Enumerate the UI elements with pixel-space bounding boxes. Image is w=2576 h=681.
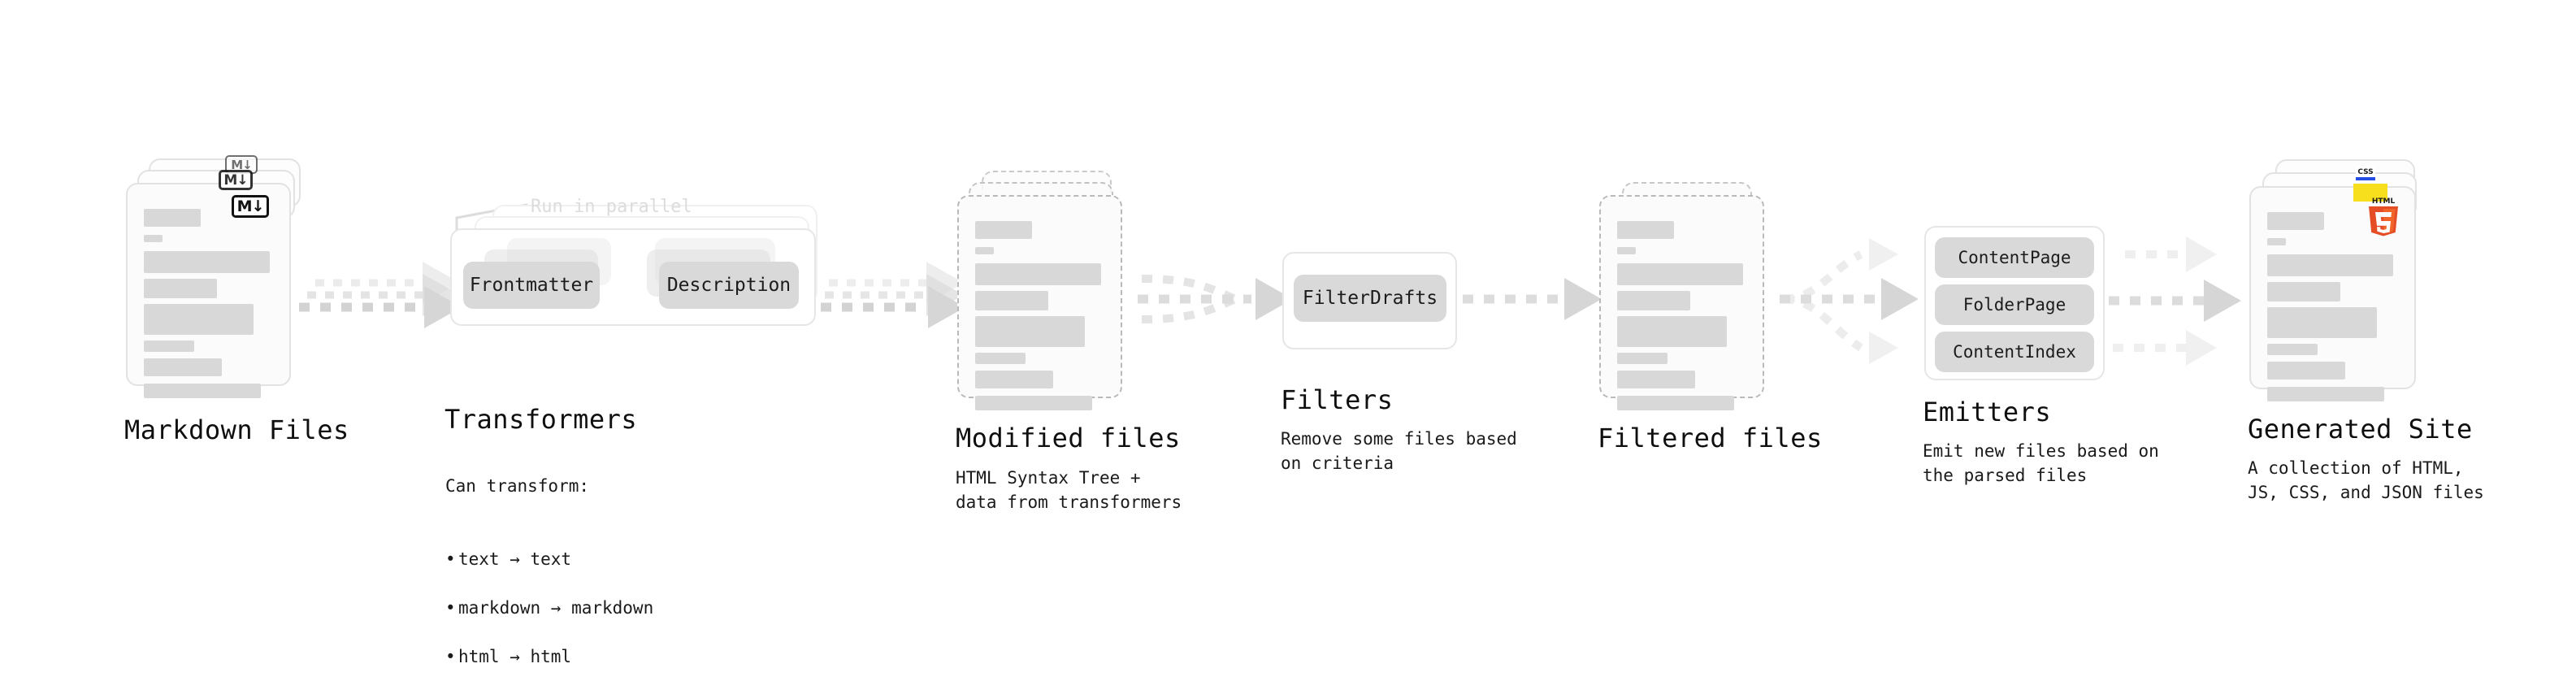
skeleton-bar	[144, 358, 222, 376]
skeleton-bar	[1617, 371, 1695, 388]
stage-markdown-files: M↓ M↓ M↓ Markdown Files	[124, 155, 349, 445]
skeleton-bar	[1617, 247, 1636, 254]
skeleton-bar	[144, 209, 201, 227]
arrow-markdown-to-transformers	[299, 262, 462, 328]
site-card-front	[2249, 186, 2416, 401]
stage-title-transformers: Transformers	[445, 404, 638, 435]
skeleton-bar	[2267, 282, 2340, 301]
transform-list-item: html → html	[445, 644, 713, 669]
svg-text:HTML: HTML	[2372, 197, 2396, 206]
markdown-icon: M↓	[219, 170, 253, 190]
transform-list-item: text → text	[445, 547, 713, 571]
transformer-pill-frontmatter[interactable]: Frontmatter	[463, 262, 600, 309]
js-icon	[2353, 184, 2387, 202]
skeleton-bar	[975, 247, 994, 254]
skeleton-bar	[975, 221, 1032, 239]
modified-card-front	[957, 195, 1122, 410]
skeleton-bar	[1617, 291, 1690, 310]
skeleton-bar	[1617, 353, 1667, 364]
stage-modified-files: Modified files HTML Syntax Tree + data f…	[956, 171, 1182, 512]
skeleton-bar	[144, 235, 163, 242]
skeleton-bar	[975, 291, 1048, 310]
stage-title-markdown-files: Markdown Files	[124, 414, 349, 445]
stage-title-filtered-files: Filtered files	[1598, 423, 1823, 453]
skeleton-bar	[144, 384, 261, 398]
skeleton-bar	[144, 340, 194, 352]
skeleton-bar	[144, 251, 270, 273]
stage-emitters: ContentPage FolderPage ContentIndex Emit…	[1923, 226, 2159, 485]
arrow-emitters-to-site	[2109, 236, 2241, 366]
stage-title-filters: Filters	[1281, 384, 1394, 415]
filtered-card-front	[1599, 195, 1764, 410]
stage-caption-filters: Remove some files based on criteria	[1281, 429, 1517, 473]
run-in-parallel-label: Run in parallel	[531, 197, 692, 217]
stage-title-generated-site: Generated Site	[2248, 414, 2473, 445]
emitter-pill-folderpage[interactable]: FolderPage	[1935, 284, 2094, 325]
stage-caption-transformers: Can transform: text → text markdown → ma…	[445, 449, 713, 681]
skeleton-bar	[144, 304, 254, 335]
skeleton-bar	[975, 396, 1092, 410]
arrow-filtered-to-emitters	[1780, 238, 1919, 364]
stage-title-emitters: Emitters	[1923, 397, 2052, 427]
transform-list: text → text markdown → markdown html → h…	[445, 523, 713, 681]
skeleton-bar	[2267, 238, 2286, 245]
stage-filtered-files: Filtered files	[1598, 171, 1822, 453]
emitter-pill-contentpage[interactable]: ContentPage	[1935, 237, 2094, 278]
stage-caption-modified-files: HTML Syntax Tree + data from transformer…	[956, 468, 1182, 512]
filter-pill-filterdrafts[interactable]: FilterDrafts	[1294, 275, 1446, 322]
stage-transformers: Frontmatter Description Run in parallel …	[445, 191, 827, 669]
stage-caption-emitters: Emit new files based on the parsed files	[1923, 441, 2159, 485]
skeleton-bar	[144, 279, 217, 298]
transform-list-item: markdown → markdown	[445, 596, 713, 620]
svg-text:CSS: CSS	[2357, 168, 2373, 176]
skeleton-bar	[2267, 387, 2384, 401]
stage-filters: FilterDrafts Filters Remove some files b…	[1281, 252, 1517, 473]
markdown-icon: M↓	[232, 195, 269, 218]
skeleton-bar	[975, 371, 1053, 388]
arrow-modified-to-filters	[1138, 275, 1293, 323]
stage-caption-generated-site: A collection of HTML, JS, CSS, and JSON …	[2248, 458, 2484, 502]
arrow-filters-to-filtered	[1463, 278, 1602, 320]
skeleton-bar	[975, 353, 1026, 364]
skeleton-bar	[975, 316, 1085, 347]
caption-lead: Can transform:	[445, 476, 590, 496]
skeleton-bar	[1617, 316, 1727, 347]
emitter-pill-contentindex[interactable]: ContentIndex	[1935, 332, 2094, 372]
skeleton-bar	[2267, 212, 2324, 230]
skeleton-bar	[2267, 344, 2318, 355]
arrow-transformers-to-modified	[821, 262, 965, 328]
html5-icon: HTML	[2369, 197, 2398, 236]
skeleton-bar	[2267, 254, 2393, 276]
stage-generated-site: CSS HTML Generated Site A collection of …	[2248, 159, 2484, 502]
skeleton-bar	[2267, 362, 2345, 380]
skeleton-bar	[1617, 263, 1743, 285]
skeleton-bar	[1617, 396, 1734, 410]
transformer-pill-description[interactable]: Description	[659, 262, 799, 309]
css3-icon: CSS	[2356, 166, 2375, 180]
skeleton-bar	[975, 263, 1101, 285]
stage-title-modified-files: Modified files	[956, 423, 1181, 453]
skeleton-bar	[2267, 307, 2377, 338]
skeleton-bar	[1617, 221, 1674, 239]
